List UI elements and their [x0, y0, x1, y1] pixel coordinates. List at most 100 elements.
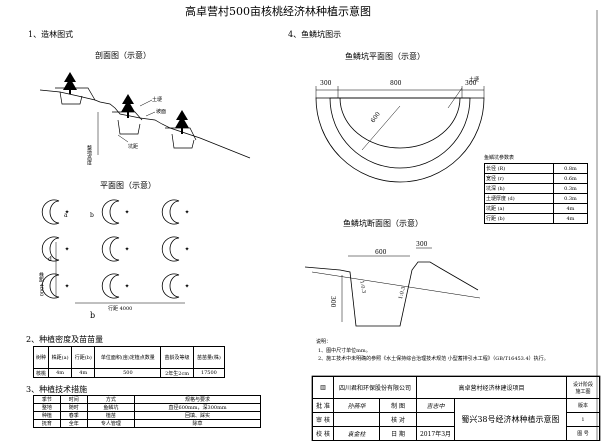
param-value: 0.3m	[552, 183, 589, 194]
phase-cell: 设计阶段 施工图	[566, 376, 600, 399]
sapling-icon: ✦	[64, 246, 69, 253]
version-value: 1	[566, 412, 600, 427]
params-row: 长径 (R)0.8m	[484, 163, 589, 174]
spacing-note: 整地高度	[86, 145, 92, 165]
pit-crescent-icon	[101, 273, 120, 299]
technique-cell: 种植	[33, 411, 61, 420]
sapling-icon: ✦	[124, 209, 129, 216]
pit-crescent-icon	[41, 273, 60, 299]
pit-crescent-icon	[41, 199, 60, 225]
notes-label: 说明：	[316, 339, 332, 345]
tb-label: 批 准	[312, 398, 334, 413]
pit-crescent-icon	[161, 199, 180, 225]
tb-signature	[332, 412, 381, 427]
tree-icon-2	[121, 94, 135, 118]
technique-cell: 直径600mm，深300mm	[134, 403, 261, 412]
title-block: ▥ 四川君和环保股份有限公司 高卓营村经济林建设项目 设计阶段 施工图 批 准 …	[312, 376, 600, 441]
density-header: 树种	[32, 346, 50, 369]
tb-label: 图 号	[566, 426, 600, 441]
sapling-icon: ✦	[124, 283, 129, 290]
technique-table: 季节 时间 方式 规格与要求 整地 随时 鱼鳞坑 直径600mm，深300mm …	[33, 395, 261, 428]
row-spacing-label: 行距 4000	[108, 306, 133, 312]
section-width-dim: 600	[375, 249, 387, 256]
version-label: 版本	[566, 398, 600, 413]
slope-label: 坡面	[156, 109, 167, 115]
technique-header: 规格与要求	[134, 395, 261, 404]
params-row: 行距 (b)4m	[484, 213, 589, 224]
density-cell: 4m	[48, 368, 73, 378]
pit-crescent-icon	[161, 236, 180, 262]
drawing-name: 蜀兴38号经济林种植示意图	[453, 398, 568, 441]
technique-cell: 整地	[33, 403, 61, 412]
param-label: 宽径 (r)	[484, 173, 554, 184]
section2-heading: 2、种植密度及苗苗量	[26, 335, 104, 344]
technique-cell: 春季	[59, 411, 88, 420]
param-value: 0.6m	[552, 173, 589, 184]
pit-soil-label: 土埂	[469, 77, 480, 83]
plan-caption: 平面图（示意）	[100, 181, 156, 190]
tree-icon-3	[175, 110, 189, 134]
note-line-2: 2、施工技术中未明确的参照《水土保持综合治理技术规范 小型蓄排引水工程》（GB/…	[318, 356, 549, 362]
profile-caption: 剖面图（示意）	[95, 51, 151, 60]
params-title: 鱼鳞坑参数表	[484, 155, 515, 161]
density-cell: 2年生2cm	[160, 368, 194, 378]
section4-heading: 4、鱼鳞坑图示	[288, 30, 342, 39]
params-row: 坑深 (h)0.3m	[484, 183, 589, 194]
param-value: 0.3m	[552, 193, 589, 204]
technique-cell: 随时	[59, 403, 88, 412]
section3-heading: 3、种植技术措施	[26, 385, 88, 394]
pit-section-drawing	[304, 247, 481, 327]
pit-crescent-icon	[101, 236, 120, 262]
sapling-icon: ✦	[184, 246, 189, 253]
tb-label: 审 核	[312, 412, 334, 427]
pit-plan-caption: 鱼鳞坑平面图（示意）	[345, 52, 425, 61]
params-row: 土埂厚度 (d)0.3m	[484, 193, 589, 204]
density-cell: 4m	[71, 368, 96, 378]
soil-label: 土埂	[152, 97, 163, 103]
tb-label: 制 图	[379, 398, 418, 413]
company-logo-icon: ▥	[312, 376, 334, 399]
tb-signature: 孙燕华	[332, 398, 381, 413]
density-cell: 500	[94, 368, 162, 378]
pit-dim-mid: 800	[390, 80, 402, 87]
density-header: 苗龄及等级	[160, 346, 194, 369]
sapling-icon: ✦	[184, 209, 189, 216]
density-header: 单位面积(亩)定植点数量	[94, 346, 162, 369]
sapling-icon: ✦	[64, 209, 69, 216]
tb-signature: 袁金柱	[332, 426, 381, 441]
pit-crescent-icon	[41, 236, 60, 262]
param-label: 行距 (b)	[484, 213, 554, 224]
technique-cell: 除草	[134, 419, 261, 428]
technique-header: 季节	[33, 395, 61, 404]
param-value: 4m	[552, 213, 589, 224]
tb-label: 校 核	[312, 426, 334, 441]
profile-drawing	[39, 87, 251, 159]
project-name: 高卓营村经济林建设项目	[416, 376, 567, 399]
technique-cell: 植苗	[86, 411, 136, 420]
sapling-icon: ✦	[184, 283, 189, 290]
pit-section-caption: 鱼鳞坑断面图（示意）	[343, 219, 423, 228]
param-label: 长径 (R)	[484, 163, 554, 174]
technique-cell: 专人管理	[86, 419, 136, 428]
pit-dim-left: 300	[320, 80, 332, 87]
section-depth-dim: 300	[329, 296, 336, 308]
params-row: 宽径 (r)0.6m	[484, 173, 589, 184]
plan-label-d: d	[48, 256, 52, 263]
section-ridge-dim: 300	[416, 241, 428, 248]
technique-cell: 鱼鳞坑	[86, 403, 136, 412]
density-table: 树种 株距(a) 行距(b) 单位面积(亩)定植点数量 苗龄及等级 苗苗量(株)…	[32, 346, 226, 378]
density-cell: 核桃	[32, 368, 50, 378]
plant-spacing-label: 株距 4000	[38, 272, 44, 297]
plan-label-b: b	[90, 212, 94, 219]
technique-header: 方式	[86, 395, 136, 404]
company-name: 四川君和环保股份有限公司	[332, 376, 418, 399]
param-label: 坑距 (a)	[484, 203, 554, 214]
density-header: 行距(b)	[71, 346, 96, 369]
pit-dim-right: 300	[465, 80, 477, 87]
param-value: 4m	[552, 203, 589, 214]
technique-header: 时间	[59, 395, 88, 404]
technique-cell: 抚育	[33, 419, 61, 428]
phase-label: 设计阶段	[572, 381, 593, 388]
sapling-icon: ✦	[124, 246, 129, 253]
tb-signature: 吉志中	[416, 398, 455, 413]
